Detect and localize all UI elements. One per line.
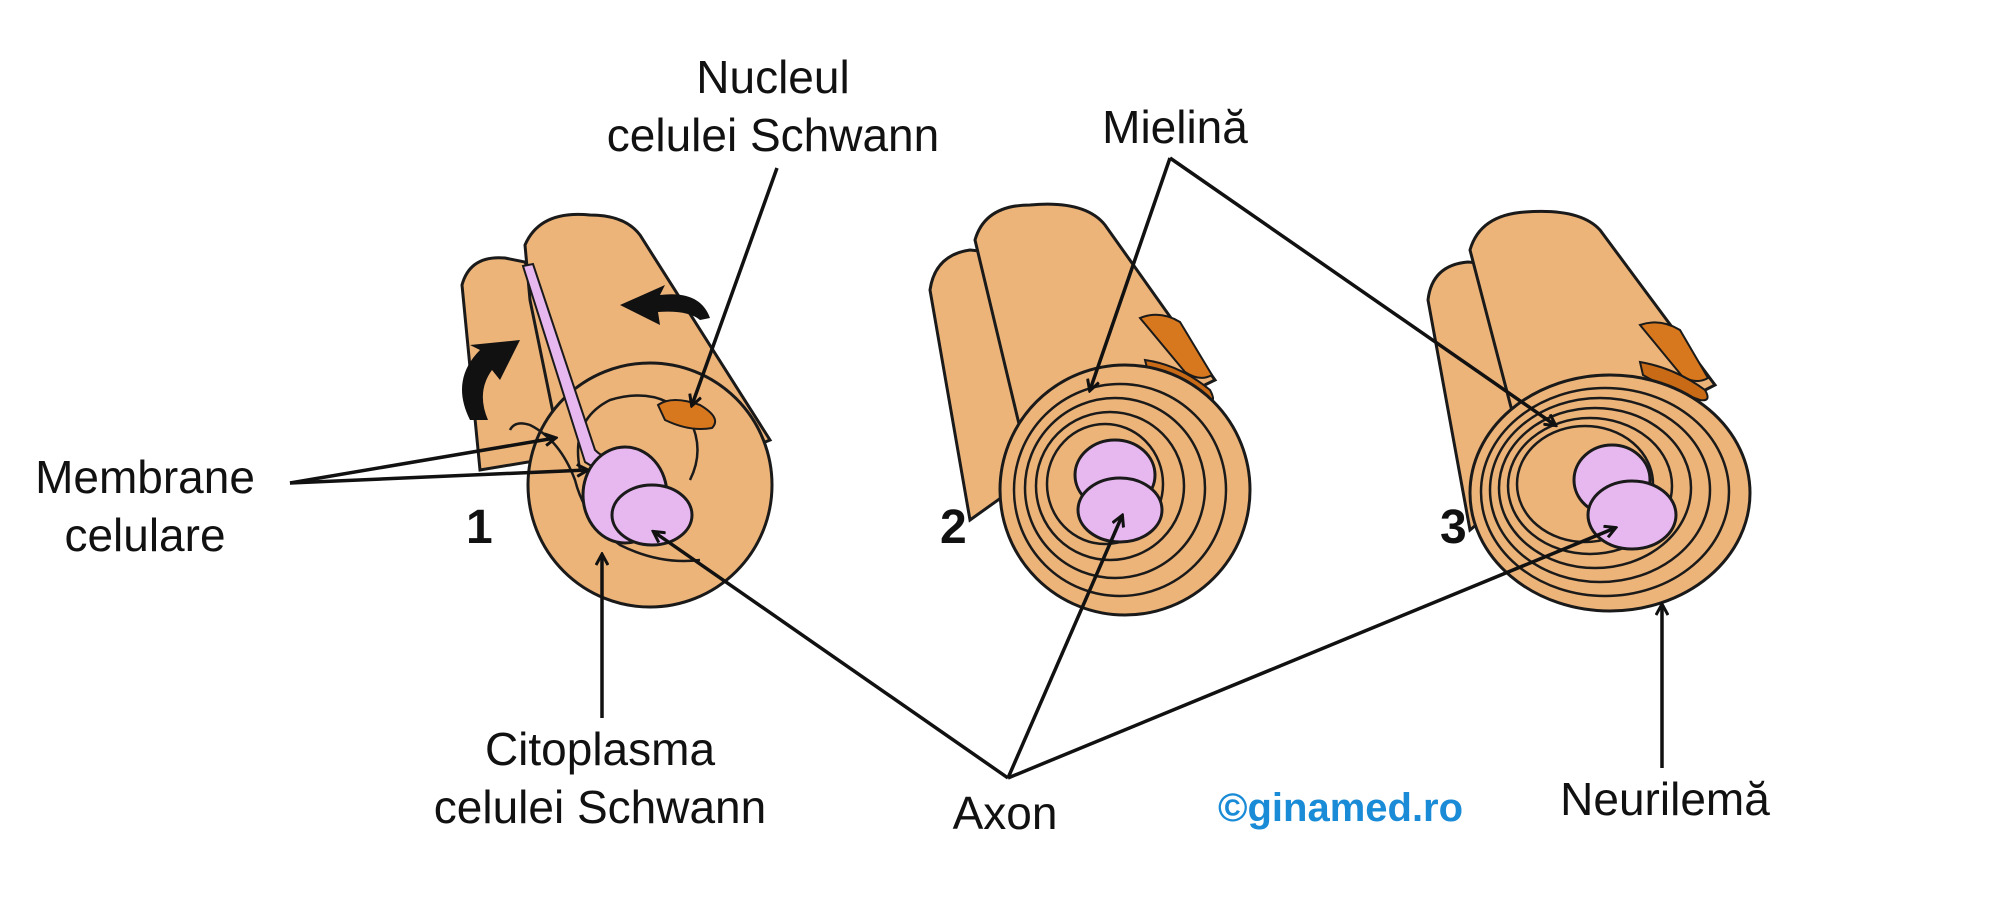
myelin-ring-3d xyxy=(1506,416,1674,556)
myelin-ring-2a xyxy=(1012,382,1228,598)
myelin-ring-3a xyxy=(1479,386,1731,598)
inner-contour-1b xyxy=(508,422,701,563)
rotation-arrow-1a xyxy=(462,340,520,420)
leader-mielina-2 xyxy=(1090,157,1172,390)
label-membrane: Membrane celulare xyxy=(10,448,280,564)
stage-1-cell xyxy=(460,212,774,609)
label-citoplasma-line1: Citoplasma xyxy=(484,723,716,775)
stage-number-2: 2 xyxy=(940,501,967,554)
label-membrane-line2: celulare xyxy=(64,509,226,561)
myelin-ring-2d xyxy=(1045,422,1165,546)
leader-lines xyxy=(289,156,1662,780)
leader-membrane-a xyxy=(289,438,555,485)
label-nucleul-line1: Nucleul xyxy=(696,51,850,103)
leader-axon-1 xyxy=(654,532,1009,780)
leader-axon-2 xyxy=(1006,516,1122,779)
leader-membrane-b xyxy=(289,470,587,485)
myelin-ring-2b xyxy=(1023,396,1207,580)
label-nucleul-line2: celulei Schwann xyxy=(606,109,940,161)
label-nucleul: Nucleul celulei Schwann xyxy=(578,48,968,164)
axon-face-1 xyxy=(610,483,694,547)
axon-face-2 xyxy=(1076,476,1164,544)
leader-nucleul xyxy=(692,167,779,405)
stage-3-cell xyxy=(1426,209,1752,613)
myelin-ring-3c xyxy=(1497,406,1693,570)
myelin-ring-3b xyxy=(1488,396,1712,584)
label-membrane-line1: Membrane xyxy=(35,451,255,503)
leader-mielina-3 xyxy=(1169,156,1555,425)
rotation-arrow-1b xyxy=(620,285,710,325)
label-mielina: Mielină xyxy=(1102,101,1248,153)
schwann-nucleus-2 xyxy=(1138,313,1214,379)
stage-number-3: 3 xyxy=(1440,501,1467,554)
credit-watermark: ©ginamed.ro xyxy=(1218,786,1464,830)
label-axon: Axon xyxy=(952,787,1058,839)
stage-2-cell xyxy=(928,202,1252,617)
axon-face-3 xyxy=(1586,479,1678,551)
label-neurilema: Neurilemă xyxy=(1560,773,1770,825)
label-citoplasma-line2: celulei Schwann xyxy=(433,781,767,833)
stage-number-1: 1 xyxy=(466,501,493,554)
myelin-ring-2c xyxy=(1034,410,1186,562)
label-citoplasma: Citoplasma celulei Schwann xyxy=(400,720,800,836)
leader-axon-3 xyxy=(1007,528,1615,780)
